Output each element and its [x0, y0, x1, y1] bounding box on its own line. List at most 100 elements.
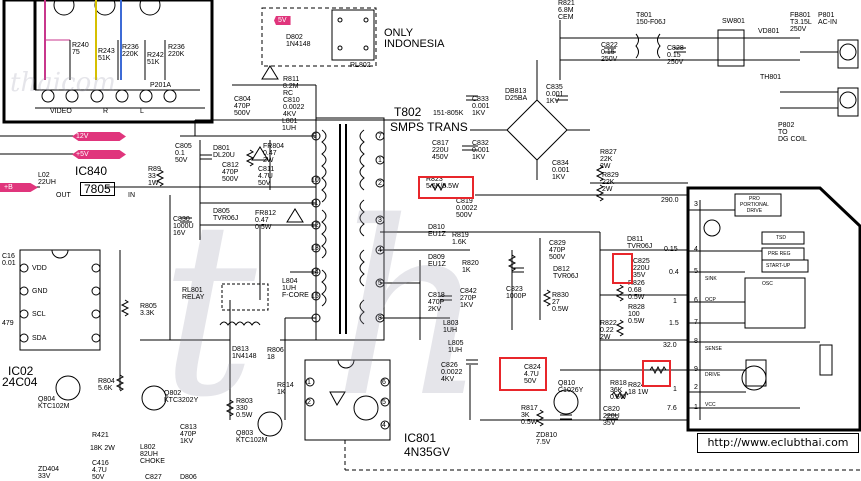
opto-pin-2: 2 [307, 399, 311, 406]
transformer-pin-2: 2 [378, 180, 382, 187]
label-video: VIDEO [50, 108, 72, 115]
label-c16: C16 0.01 [2, 253, 16, 267]
label-c833: C833 0.001 1KV [472, 96, 490, 117]
label-c818: C818 470P 2KV [428, 292, 445, 313]
ic-pin-voltage-2: 0.15 [664, 246, 678, 253]
label-db813: DB813 D25BA [505, 88, 528, 102]
label-q802: Q802 KTC3202Y [164, 390, 199, 404]
label-c823: C823 1000P [506, 286, 527, 300]
ic-pin-voltage-4: 1 [673, 298, 677, 305]
osc-block [744, 277, 806, 329]
ic-block-sense: SENSE [705, 346, 722, 352]
label-r823: R823 5.6K/0.5W [426, 176, 459, 190]
label-fr804: FR804 0.47 2W [263, 143, 285, 164]
label-ic840-part: 7805 [80, 182, 115, 196]
label-th801: TH801 [760, 74, 782, 81]
label-r820: R820 1K [462, 260, 479, 274]
label-r826: R826 0.68 0.5W [628, 280, 645, 301]
sw801-body [717, 29, 745, 67]
label-c829: C829 470P 500V [549, 240, 566, 261]
opto-pin-1: 1 [307, 379, 311, 386]
label-r804: R804 5.6K [98, 378, 115, 392]
label-c830: C830 1000U 16V [173, 216, 194, 237]
transformer-pin-4: 4 [378, 247, 382, 254]
label-c835: C835 0.001 1KV [546, 84, 564, 105]
ic-pin-num-7: 7 [694, 319, 698, 326]
label-smps-trans: SMPS TRANS [390, 120, 468, 134]
label-c810: C810 0.0022 4KV [283, 97, 305, 118]
relay-rl801 [221, 283, 269, 311]
label-l02: L02 22UH [38, 172, 56, 186]
ic-pin-voltage-5: 1.5 [669, 320, 679, 327]
ic-block-pro: PRO PORTIONAL DRIVE [740, 196, 769, 214]
label-vd801: VD801 [758, 28, 780, 35]
transformer-pin-7: 7 [378, 133, 382, 140]
label-r242: R242 51K [147, 52, 164, 66]
transformer-pin-10: 10 [311, 177, 319, 184]
label-q810: Q810 C1026Y [558, 380, 584, 394]
label-d801: D801 DL20U [213, 145, 235, 159]
label-c842: C842 270P 1KV [460, 288, 477, 309]
net-tag-plus5v: +5V [72, 150, 126, 159]
label-d811: D811 TVR06J [627, 236, 653, 250]
label-r830: R830 27 0.5W [552, 292, 569, 313]
ic-pin-voltage-7: 1 [673, 386, 677, 393]
net-tag-5v: 5V [274, 16, 291, 25]
label-c804: C804 470P 500V [234, 96, 251, 117]
label-l802: L802 82UH CHOKE [140, 444, 165, 465]
label-r806: R806 18 [267, 347, 284, 361]
label-rl802: RL802 [350, 62, 371, 69]
label-c416: C416 4.7U 50V [92, 460, 109, 481]
ic02-pin-vdd: VDD [32, 265, 47, 272]
label-p201a: P201A [150, 82, 172, 89]
label-c825: C825 220U 35V [633, 258, 650, 279]
warning-triangle-icon [261, 65, 279, 80]
ic-pin-voltage-8: 7.6 [667, 405, 677, 412]
label-r828: R828 100 0.5W [628, 304, 645, 325]
label-d806: D806 [180, 474, 197, 481]
label-q804: Q804 KTC102M [38, 396, 70, 410]
ic801-package [304, 359, 391, 441]
label-c826: C826 0.0022 4KV [441, 362, 463, 383]
ic02-pin-sda: SDA [32, 335, 47, 342]
label-c812: C812 470P 500V [222, 162, 239, 183]
ic-pin-num-3: 3 [694, 201, 698, 208]
label-r817: R817 3K 0.5W [521, 405, 538, 426]
watermark-letter: t h [160, 170, 488, 450]
av-board-frame [2, 0, 214, 124]
label-r236b: R236 220K [168, 44, 185, 58]
highlight-c825 [612, 253, 633, 284]
ic-pin-num-1: 1 [694, 404, 698, 411]
opto-pin-4: 4 [382, 422, 386, 429]
highlight-r823 [418, 176, 474, 199]
ic802-box [686, 186, 861, 432]
label-l805: L805 1UH [448, 340, 464, 354]
label-t802-part: 151-805K [433, 110, 464, 117]
source-url-label: http://www.eclubthai.com [697, 433, 859, 453]
ic-pin-voltage-1: 290.0 [661, 197, 679, 204]
label-c828: C828 0.15 250V [667, 45, 684, 66]
label-r827: R827 22K 2W [600, 149, 617, 170]
label-r89: R89 33 1W [148, 166, 161, 187]
transformer-pin-1: 1 [378, 157, 382, 164]
relay-box [261, 7, 377, 67]
label-zd404: ZD404 33V [38, 466, 60, 480]
label-t801: T801 150-F06J [636, 12, 666, 26]
label-ic02: IC02 [8, 364, 34, 378]
ic-pin-num-4: 4 [694, 246, 698, 253]
label-c811: C811 4.7U 50V [258, 166, 275, 187]
label-ic840-in: IN [128, 192, 135, 199]
label-d813: D813 1N4148 [232, 346, 257, 360]
net-tag-12v: 12V [72, 132, 126, 141]
net-tag-plusb: +B [0, 183, 38, 192]
transformer-pin-5: 5 [378, 280, 382, 287]
prop-drive-block [734, 193, 782, 217]
label-r822: R822 0.22 2W [600, 320, 617, 341]
transformer-pin-11: 11 [311, 200, 319, 207]
transformer-pin-12: 12 [311, 222, 319, 229]
label-ic801: IC801 [404, 431, 437, 445]
label-d805: D805 TVR06J [213, 208, 239, 222]
label-d802: D802 1N4148 [286, 34, 311, 48]
label-r: R [103, 108, 109, 115]
